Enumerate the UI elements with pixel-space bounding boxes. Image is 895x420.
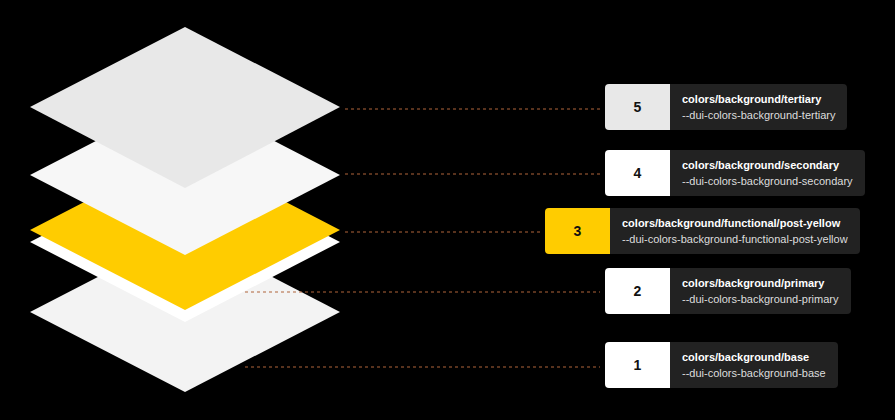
token-panel: colors/background/secondary--dui-colors-… [670, 150, 865, 196]
css-variable: --dui-colors-background-functional-post-… [622, 231, 848, 247]
css-variable: --dui-colors-background-tertiary [682, 107, 835, 123]
css-variable: --dui-colors-background-primary [682, 291, 839, 307]
token-card: 5colors/background/tertiary--dui-colors-… [605, 84, 847, 130]
token-panel: colors/background/base--dui-colors-backg… [670, 342, 838, 388]
token-card: 4colors/background/secondary--dui-colors… [605, 150, 865, 196]
leader-line [245, 291, 600, 292]
token-name: colors/background/primary [682, 275, 839, 291]
token-card: 1colors/background/base--dui-colors-back… [605, 342, 838, 388]
token-panel: colors/background/functional/post-yellow… [610, 208, 860, 254]
leader-line [345, 231, 540, 232]
callout-number: 1 [605, 342, 670, 388]
token-name: colors/background/tertiary [682, 91, 835, 107]
token-card: 2colors/background/primary--dui-colors-b… [605, 268, 851, 314]
leader-line [345, 173, 600, 174]
token-panel: colors/background/tertiary--dui-colors-b… [670, 84, 847, 130]
leader-line [345, 108, 600, 109]
css-variable: --dui-colors-background-base [682, 365, 826, 381]
css-variable: --dui-colors-background-secondary [682, 173, 853, 189]
token-name: colors/background/functional/post-yellow [622, 215, 848, 231]
token-panel: colors/background/primary--dui-colors-ba… [670, 268, 851, 314]
layer-tertiary [30, 27, 340, 188]
token-name: colors/background/base [682, 349, 826, 365]
callout-number: 4 [605, 150, 670, 196]
callout-number: 3 [545, 208, 610, 254]
leader-line [245, 366, 600, 367]
token-card: 3colors/background/functional/post-yello… [545, 208, 860, 254]
token-name: colors/background/secondary [682, 157, 853, 173]
callout-number: 5 [605, 84, 670, 130]
callout-number: 2 [605, 268, 670, 314]
